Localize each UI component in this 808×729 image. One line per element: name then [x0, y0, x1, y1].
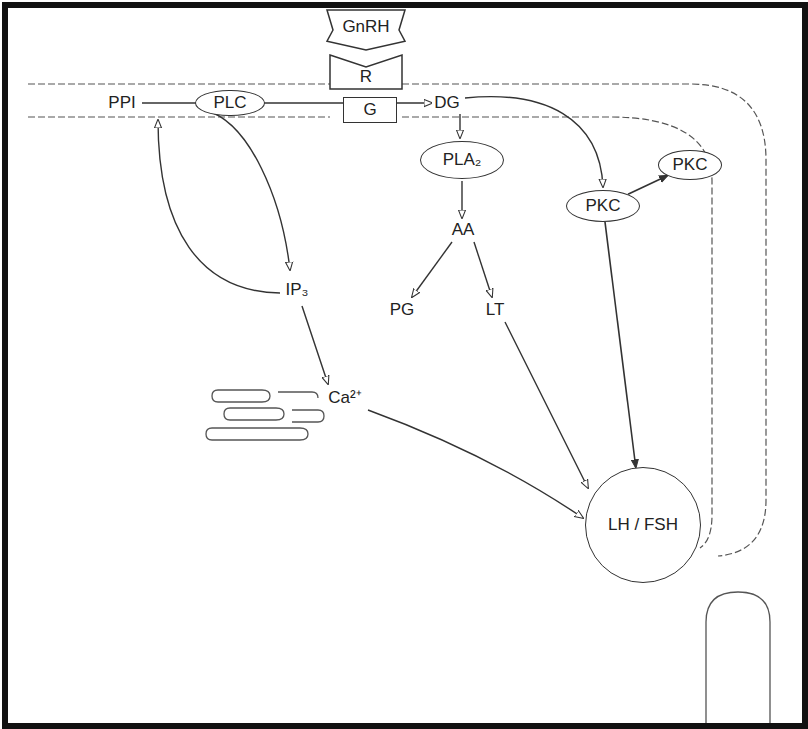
molecule-label: PG — [388, 301, 417, 320]
hormone-shape-polygon — [327, 10, 405, 50]
g-protein-box: G — [343, 97, 397, 124]
molecule-label: IP₃ — [284, 281, 311, 300]
node-label: GnRH — [342, 18, 389, 37]
kinase-ellipse: PKC — [658, 150, 723, 180]
node-label: PLC — [213, 94, 246, 113]
molecule-label: DG — [432, 94, 462, 113]
secretory-granule: LH / FSH — [585, 467, 701, 583]
node-label: PKC — [673, 156, 708, 175]
hormone-shape: GnRH — [327, 10, 405, 50]
node-label: G — [363, 101, 376, 120]
kinase-ellipse: PKC — [566, 190, 640, 222]
molecule-label: Ca²⁺ — [326, 389, 363, 408]
receptor-shape: R — [330, 55, 402, 89]
pathway-arrows — [142, 97, 603, 518]
signal-arrow — [605, 222, 636, 468]
enzyme-ellipse: PLA₂ — [420, 141, 504, 179]
molecule-label: AA — [450, 221, 477, 240]
exocytosis-membrane — [706, 592, 770, 729]
enzyme-ellipse: PLC — [195, 90, 265, 117]
endoplasmic-reticulum — [206, 390, 324, 440]
node-label: LH / FSH — [608, 516, 678, 535]
molecule-label: LT — [484, 301, 507, 320]
node-label: R — [360, 68, 372, 87]
signal-arrow — [628, 176, 667, 195]
node-label: PLA₂ — [443, 151, 482, 170]
molecule-label: PPI — [106, 94, 137, 113]
node-label: PKC — [586, 197, 621, 216]
receptor-shape-polygon — [330, 55, 402, 89]
